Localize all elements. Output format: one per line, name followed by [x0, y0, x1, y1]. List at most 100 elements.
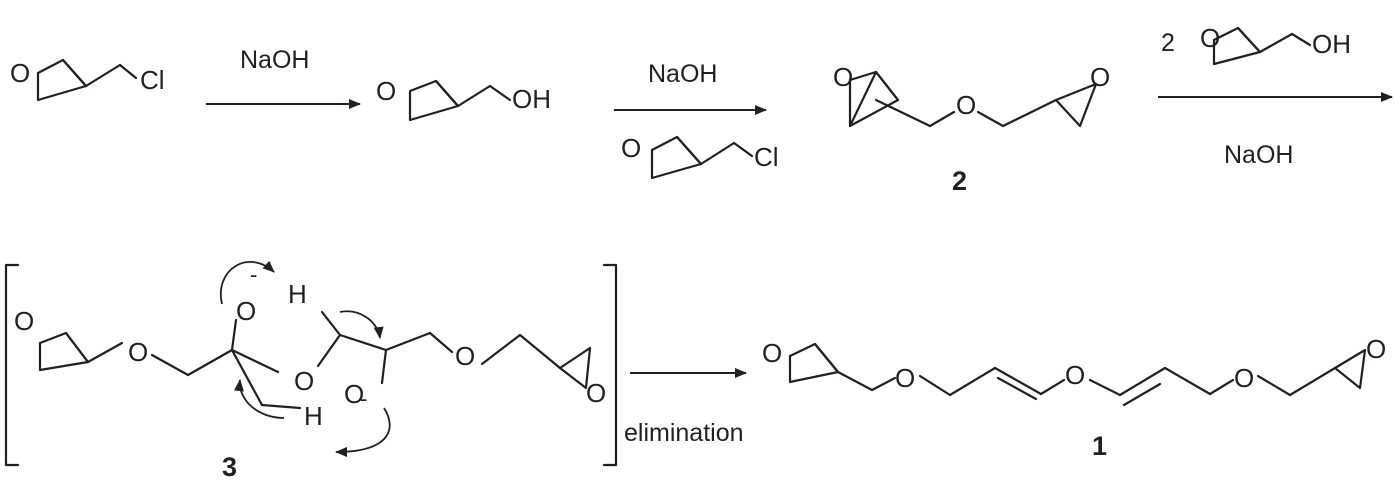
reaction-arrow-4: elimination: [624, 368, 747, 447]
bond: [434, 79, 460, 108]
elimination-label: elimination: [624, 419, 744, 447]
alkene-second-bond: [996, 376, 1038, 401]
oxygen-label: O: [10, 58, 30, 88]
epoxide-ring: [36, 58, 88, 102]
bond: [480, 333, 522, 366]
bond: [488, 84, 512, 102]
oxygen-label: O: [14, 306, 34, 336]
bond: [230, 348, 280, 374]
bond: [928, 110, 956, 128]
bond: [848, 70, 878, 128]
alkoxide-oxygen-label: O: [236, 296, 256, 326]
epichlorohydrin-reagent-molecule: O Cl: [621, 133, 779, 180]
hydroxyl-label: OH: [512, 84, 551, 114]
right-epoxide-ring: [1333, 348, 1367, 390]
oxygen-label: O: [762, 338, 782, 368]
reaction-arrow-2: NaOH: [614, 60, 767, 115]
epichlorohydrin-molecule: O Cl: [10, 58, 165, 102]
bond: [1001, 98, 1058, 128]
bond: [1256, 374, 1292, 397]
alkene-second-bond: [1122, 382, 1162, 407]
ether-oxygen-label: O: [895, 363, 915, 393]
alkene-bond: [1118, 366, 1167, 397]
bond: [1236, 26, 1262, 54]
bond: [874, 70, 900, 102]
reaction-arrow-1: NaOH: [206, 46, 361, 109]
bond: [428, 331, 454, 354]
bond: [870, 376, 897, 392]
alkene-bond: [993, 366, 1043, 396]
bond: [260, 403, 302, 410]
hydrogen-label: H: [304, 401, 323, 431]
bond: [699, 141, 736, 166]
bond: [230, 348, 264, 407]
bond: [84, 63, 122, 88]
ether-oxygen-label: O: [1065, 360, 1085, 390]
reagent-naoh-3: NaOH: [1224, 141, 1293, 169]
bond: [338, 333, 388, 352]
bond: [230, 318, 238, 352]
glycidol-molecule: O OH: [376, 76, 551, 122]
right-bracket: [602, 263, 618, 467]
bond: [456, 84, 492, 108]
oxygen-label: O: [833, 62, 853, 92]
left-bracket: [4, 263, 20, 467]
oxygen-label: O: [621, 133, 641, 163]
curved-arrow: [335, 407, 391, 457]
right-epoxide-ring: [558, 346, 592, 390]
bond: [948, 366, 997, 397]
bond: [380, 348, 388, 385]
bond: [1208, 378, 1235, 396]
ether-oxygen-label: O: [1234, 363, 1254, 393]
oxygen-label: O: [1366, 334, 1386, 364]
left-epoxide-ring: [848, 70, 900, 128]
bond: [61, 58, 88, 88]
oxygen-label: O: [376, 76, 396, 106]
compound-label-2: 2: [952, 166, 967, 196]
chlorine-label: Cl: [754, 142, 779, 172]
bond: [1288, 366, 1337, 397]
ether-oxygen-label: O: [128, 337, 148, 367]
reaction-arrow-3: 2 NaOH O OH: [1158, 23, 1393, 169]
epoxide-ring: [650, 135, 703, 180]
bond: [1088, 378, 1122, 397]
bond: [813, 342, 840, 374]
product-1-molecule: O O O O O 1: [762, 334, 1386, 461]
chlorine-label: Cl: [140, 65, 165, 95]
bond: [675, 135, 703, 166]
epoxide-ring: [408, 79, 460, 122]
bond: [1163, 366, 1212, 396]
compound-label-3: 3: [222, 452, 237, 482]
curved-arrow: [219, 260, 275, 305]
intermediate-3-molecule: O O O - H O O - H O O 3: [14, 260, 606, 482]
bond: [1290, 32, 1312, 47]
bond: [384, 331, 432, 352]
oxygen-label: O: [1090, 62, 1110, 92]
bond: [874, 98, 932, 128]
hydrogen-label: H: [288, 279, 307, 309]
bond: [64, 331, 90, 364]
curved-arrow: [233, 379, 285, 419]
bond: [316, 333, 342, 368]
negative-charge: -: [360, 386, 367, 411]
bond: [732, 141, 754, 158]
oxygen-label: O: [1200, 23, 1220, 53]
curved-arrow: [339, 310, 384, 339]
hydroxyl-label: OH: [1312, 29, 1351, 59]
ether-oxygen-label: O: [455, 341, 475, 371]
alkoxide-oxygen-label: O: [344, 379, 364, 409]
compound-label-1: 1: [1092, 431, 1107, 461]
bond: [1258, 32, 1294, 54]
bond: [836, 370, 874, 392]
bond: [150, 353, 190, 377]
bond: [518, 333, 562, 370]
reagent-naoh-2: NaOH: [648, 60, 717, 88]
bond: [1039, 378, 1066, 396]
oxygen-label: O: [586, 378, 606, 408]
stoichiometry-coefficient: 2: [1161, 29, 1175, 57]
bond: [186, 348, 234, 377]
ether-oxygen-label: O: [956, 90, 976, 120]
bond: [320, 310, 342, 337]
ring-oxygen-label: O: [294, 366, 314, 396]
